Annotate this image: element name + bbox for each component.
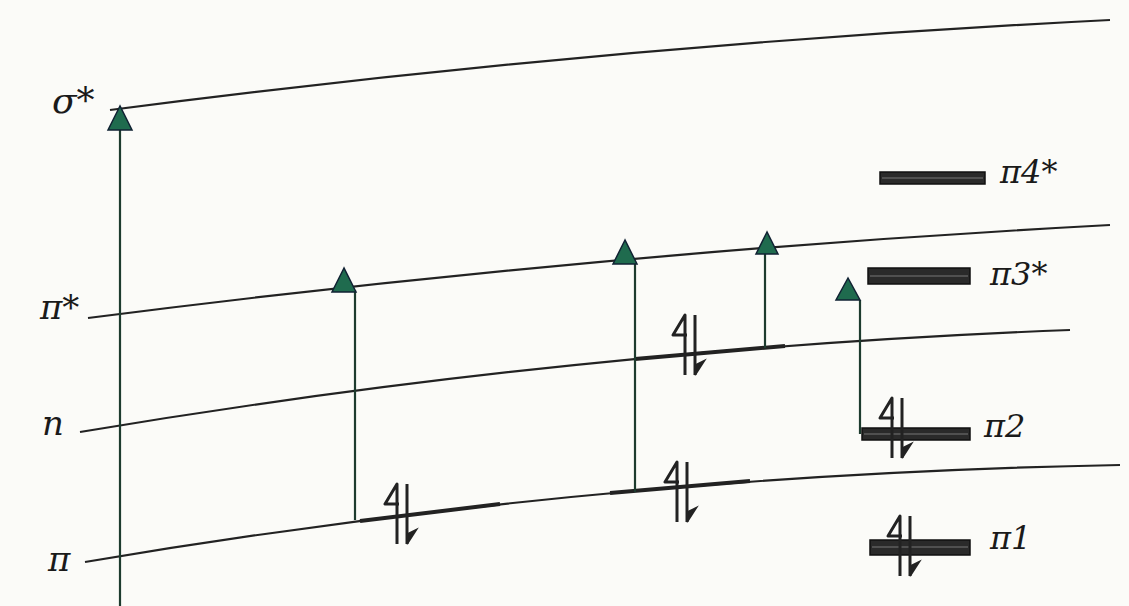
pi-star-level — [88, 225, 1110, 318]
arrowhead — [756, 232, 778, 254]
orbital-bar-stripe — [864, 434, 968, 435]
arrowhead — [332, 268, 356, 292]
electron-pair — [385, 484, 416, 544]
transition-arrow — [634, 262, 636, 492]
orbital-label: π1 — [990, 520, 1031, 557]
arrowhead — [836, 278, 860, 300]
arrowhead — [108, 106, 132, 130]
electron-pair — [880, 398, 911, 458]
orbital-bar-stripe — [870, 276, 968, 277]
orbital-bar-stripe — [872, 547, 968, 548]
pi-level — [85, 465, 1120, 562]
orbital-label: π3* — [990, 256, 1047, 293]
orbital-bar — [868, 268, 970, 284]
level-label: σ* — [52, 80, 95, 121]
transition-arrow — [764, 254, 766, 348]
electron-pair — [888, 516, 919, 576]
level-label: n — [42, 404, 64, 443]
orbital-bar — [880, 172, 985, 184]
occupied-segment — [360, 504, 500, 521]
n-level — [80, 330, 1070, 432]
level-label: π* — [40, 288, 79, 327]
arrowhead — [613, 240, 637, 264]
occupied-segment — [610, 481, 750, 493]
sigma-star-level — [110, 20, 1110, 110]
orbital-bar — [870, 540, 970, 555]
electron-pair — [673, 315, 704, 375]
orbital-bar — [862, 428, 970, 440]
occupied-segment — [635, 346, 785, 359]
electron-pair — [665, 462, 696, 522]
transition-arrow — [859, 300, 861, 434]
orbital-bar-stripe — [882, 178, 983, 179]
transition-arrow — [119, 122, 121, 606]
level-label: π — [48, 540, 70, 579]
orbital-label: π4* — [1000, 154, 1057, 191]
orbital-label: π2 — [984, 408, 1025, 445]
transition-arrow — [354, 290, 356, 520]
